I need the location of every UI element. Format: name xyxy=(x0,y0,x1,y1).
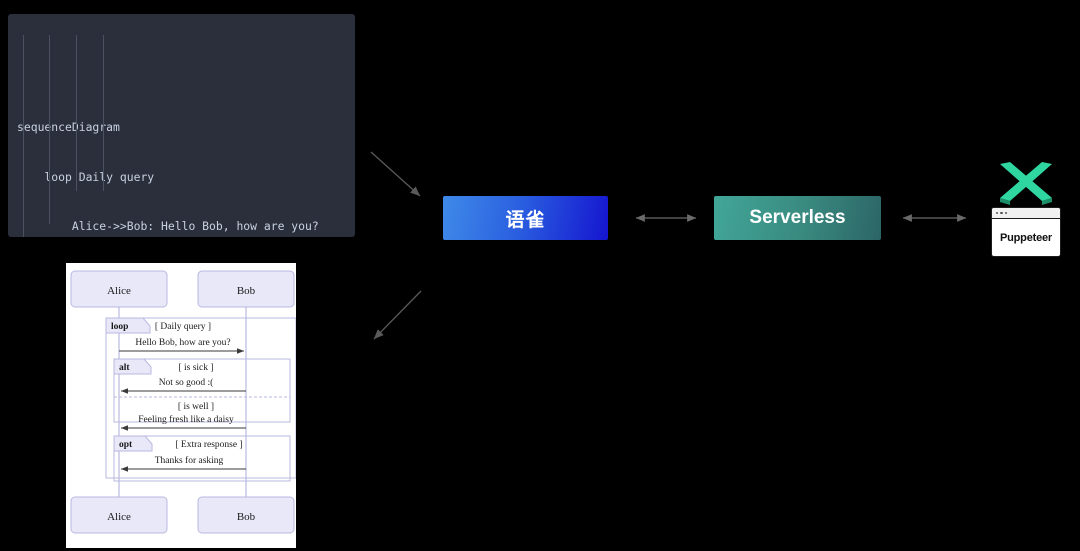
actor-alice-bottom: Alice xyxy=(70,496,168,534)
message-3: Feeling fresh like a daisy xyxy=(120,414,246,431)
sequence-diagram-svg: Alice Bob loop [ Daily query ] Hello Bob… xyxy=(70,270,296,534)
fragment-kind: loop xyxy=(111,322,128,332)
indent-guide xyxy=(76,35,77,191)
fragment-label: [ is well ] xyxy=(178,402,214,412)
window-body: Puppeteer xyxy=(992,219,1060,256)
umi-x-icon xyxy=(1000,162,1052,205)
message-text: Feeling fresh like a daisy xyxy=(138,414,234,425)
mermaid-code-block: sequenceDiagram loop Daily query Alice->… xyxy=(8,14,355,237)
message-4: Thanks for asking xyxy=(120,455,246,472)
code-line: sequenceDiagram xyxy=(17,120,120,134)
actor-label: Bob xyxy=(237,285,256,297)
actor-bob-top: Bob xyxy=(197,270,295,308)
message-text: Thanks for asking xyxy=(155,455,224,466)
indent-guide xyxy=(23,35,24,237)
code-line: loop Daily query xyxy=(17,169,155,184)
actor-label: Alice xyxy=(107,511,131,523)
arrow-code-to-yuque xyxy=(370,151,421,197)
box-yuque-label: 语雀 xyxy=(505,209,546,231)
box-serverless-label: Serverless xyxy=(749,207,846,228)
fragment-label: [ Daily query ] xyxy=(155,322,211,332)
code-line: Alice->>Bob: Hello Bob, how are you? xyxy=(17,219,319,233)
fragment-loop: loop [ Daily query ] xyxy=(105,317,296,479)
message-1: Hello Bob, how are you? xyxy=(119,338,245,354)
window-dot-icon xyxy=(996,211,999,215)
actor-bob-bottom: Bob xyxy=(197,496,295,534)
indent-guide xyxy=(49,35,50,224)
fragment-else: [ is well ] xyxy=(114,396,290,412)
window-dot-icon xyxy=(1000,211,1003,215)
arrow-yuque-to-diagram xyxy=(373,290,422,340)
puppeteer-window-icon: Puppeteer xyxy=(991,207,1061,257)
indent-guide xyxy=(103,35,104,191)
actor-alice-top: Alice xyxy=(70,270,168,308)
message-2: Not so good :( xyxy=(120,377,246,394)
fragment-kind: opt xyxy=(119,440,133,450)
box-serverless[interactable]: Serverless xyxy=(714,196,881,240)
actor-label: Alice xyxy=(107,285,131,297)
message-text: Not so good :( xyxy=(159,377,214,388)
window-titlebar xyxy=(992,208,1060,219)
fragment-label: [ is sick ] xyxy=(178,363,213,373)
message-text: Hello Bob, how are you? xyxy=(135,338,230,348)
actor-label: Bob xyxy=(237,511,256,523)
window-dot-icon xyxy=(1004,211,1008,215)
code-lines: sequenceDiagram loop Daily query Alice->… xyxy=(8,20,355,237)
fragment-kind: alt xyxy=(119,363,130,373)
box-yuque[interactable]: 语雀 xyxy=(443,196,608,240)
fragment-alt: alt [ is sick ] xyxy=(113,358,291,423)
puppeteer-label: Puppeteer xyxy=(1000,231,1052,244)
sequence-diagram-render: Alice Bob loop [ Daily query ] Hello Bob… xyxy=(66,263,296,548)
fragment-label: [ Extra response ] xyxy=(175,440,242,450)
fragment-opt: opt [ Extra response ] xyxy=(113,435,291,482)
